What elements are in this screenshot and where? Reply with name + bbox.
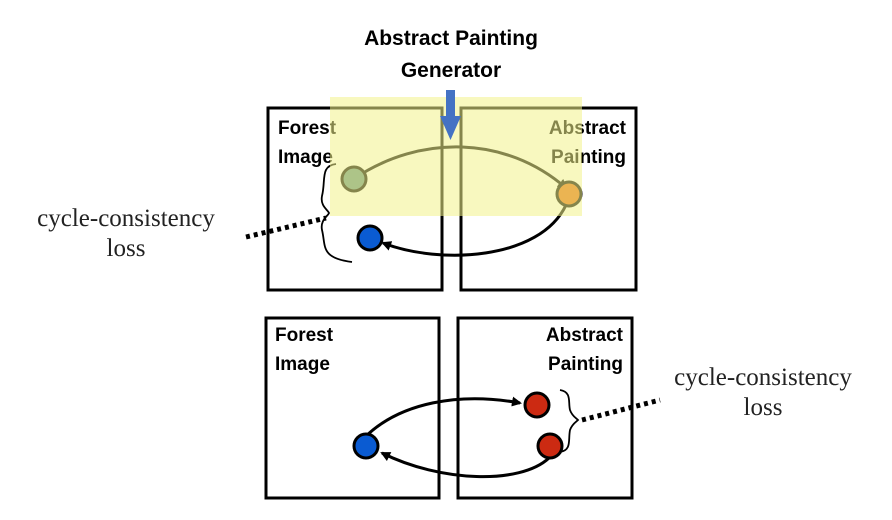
bottom-forest-panel bbox=[264, 316, 441, 500]
bottom-forest-label-line1: Forest bbox=[275, 325, 334, 346]
bottom-abstract-point-2 bbox=[536, 432, 564, 460]
top-loss-brace bbox=[320, 163, 353, 263]
top-reconstructed-point bbox=[356, 224, 384, 252]
bottom-forest-point bbox=[352, 432, 380, 460]
bottom-abstract-point-1 bbox=[523, 391, 551, 419]
bottom-forward-arrow bbox=[362, 396, 522, 440]
top-loss-label-line2: loss bbox=[107, 235, 146, 262]
bottom-loss-label-line1: cycle-consistency bbox=[674, 364, 852, 391]
bottom-backward-arrow bbox=[380, 451, 551, 478]
top-forest-label-line1: Forest bbox=[278, 118, 337, 139]
top-loss-leader bbox=[245, 215, 327, 240]
top-loss-label-line1: cycle-consistency bbox=[37, 205, 215, 232]
generator-title-line1: Abstract Painting bbox=[364, 27, 538, 50]
bottom-loss-leader bbox=[581, 397, 661, 423]
top-backward-arrow bbox=[381, 204, 568, 257]
top-forest-label-line2: Image bbox=[278, 147, 333, 168]
generator-arrow-head bbox=[440, 116, 461, 140]
bottom-abstract-label-line1: Abstract bbox=[546, 325, 624, 346]
bottom-loss-brace bbox=[559, 389, 580, 453]
bottom-loss-label-line2: loss bbox=[744, 394, 783, 421]
generator-arrow-shaft bbox=[446, 90, 455, 118]
generator-title-line2: Generator bbox=[401, 59, 501, 82]
generator-highlight bbox=[330, 97, 582, 216]
bottom-forest-label-line2: Image bbox=[275, 354, 330, 375]
bottom-abstract-label-line2: Painting bbox=[548, 354, 623, 375]
